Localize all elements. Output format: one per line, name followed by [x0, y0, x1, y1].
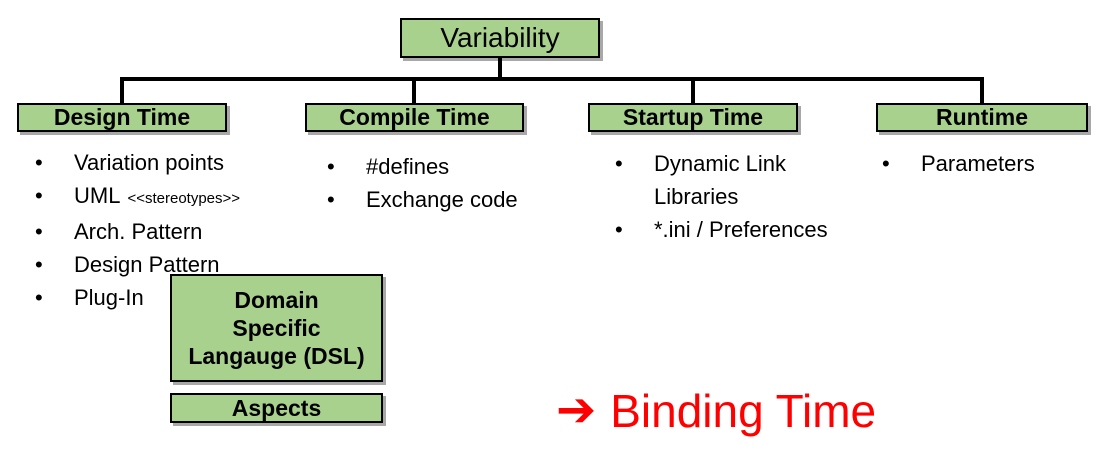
dsl-box-line: Langauge (DSL): [188, 343, 365, 369]
right-arrow-icon: ➔: [556, 384, 597, 438]
root-box-variability: Variability: [400, 18, 600, 58]
header-box-design-time: Design Time: [17, 103, 227, 132]
connector-drop-startup-time: [691, 81, 695, 103]
dsl-box: Domain Specific Langauge (DSL): [170, 274, 383, 382]
list-item: Plug-In: [30, 281, 300, 314]
list-item: Variation points: [30, 146, 300, 179]
bullet-list-startup-time: Dynamic Link Libraries *.ini / Preferenc…: [610, 147, 850, 246]
header-box-startup-time: Startup Time: [588, 103, 798, 132]
connector-trunk-line: [498, 58, 502, 79]
bullet-list-compile-time: #defines Exchange code: [322, 150, 562, 216]
list-item-text: UML: [74, 183, 121, 208]
list-item-text: *.ini / Preferences: [654, 217, 828, 242]
header-label-runtime: Runtime: [936, 104, 1028, 130]
list-item-text: Variation points: [74, 150, 225, 175]
binding-time-annotation: ➔ Binding Time: [556, 386, 876, 437]
list-item-suffix: <<stereotypes>>: [127, 190, 241, 207]
bullet-list-runtime: Parameters: [877, 147, 1115, 180]
list-item-text: Exchange code: [366, 187, 518, 212]
list-item-text: Design Pattern: [74, 252, 220, 277]
list-item: #defines: [322, 150, 562, 183]
header-box-compile-time: Compile Time: [305, 103, 524, 132]
root-box-label: Variability: [440, 22, 560, 53]
dsl-box-line: Domain: [234, 287, 319, 313]
list-item: Design Pattern: [30, 248, 300, 281]
list-item: *.ini / Preferences: [610, 213, 850, 246]
aspects-box-label: Aspects: [231, 394, 322, 421]
list-item-text: Plug-In: [74, 285, 144, 310]
list-item-text: #defines: [366, 154, 450, 179]
header-label-startup-time: Startup Time: [622, 104, 764, 130]
connector-drop-compile-time: [412, 81, 416, 103]
list-item: Exchange code: [322, 183, 562, 216]
list-item: UML <<stereotypes>>: [30, 179, 300, 215]
list-item: Dynamic Link Libraries: [610, 147, 850, 213]
list-item-text: Parameters: [921, 151, 1035, 176]
list-item-text: Arch. Pattern: [74, 219, 203, 244]
header-box-runtime: Runtime: [876, 103, 1088, 132]
list-item: Parameters: [877, 147, 1115, 180]
list-item: Arch. Pattern: [30, 215, 300, 248]
dsl-box-line: Specific: [232, 315, 321, 341]
list-item-text: Dynamic Link Libraries: [654, 151, 787, 209]
connector-drop-runtime: [980, 81, 984, 103]
connector-drop-design-time: [120, 81, 124, 103]
header-label-design-time: Design Time: [53, 104, 191, 130]
connector-branch-line: [120, 77, 984, 81]
binding-time-label: Binding Time: [610, 385, 877, 437]
bullet-list-design-time: Variation points UML <<stereotypes>> Arch…: [30, 146, 300, 314]
header-label-compile-time: Compile Time: [339, 104, 490, 130]
aspects-box: Aspects: [170, 393, 383, 423]
